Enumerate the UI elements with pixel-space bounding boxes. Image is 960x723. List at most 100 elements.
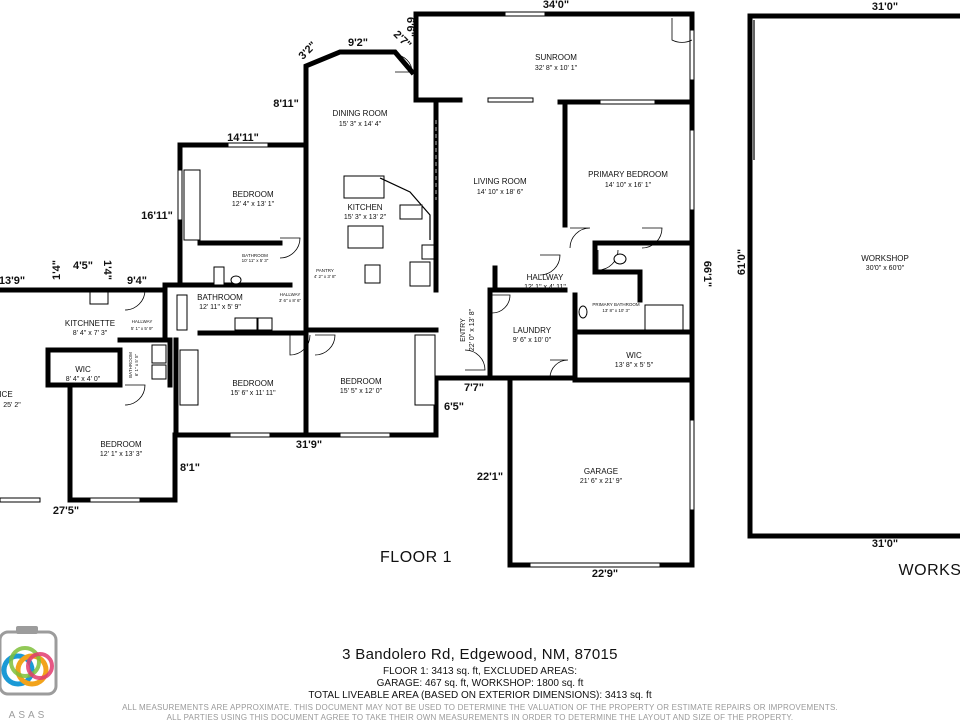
bathroom-left-name: BATHROOM: [128, 352, 133, 378]
window: [89, 497, 141, 503]
window: [227, 142, 269, 148]
window: [504, 11, 546, 17]
dim-61: 61'0": [736, 249, 748, 275]
dim-9-4: 9'4": [127, 275, 147, 287]
bathroom-mid-name: BATHROOM: [197, 293, 243, 302]
toilet: [230, 275, 242, 285]
dim-3-2: 3'2": [297, 40, 320, 63]
dining-name: DINING ROOM: [332, 109, 387, 118]
bedroom-mid-right-name: BEDROOM: [340, 377, 382, 386]
toilet: [613, 253, 627, 265]
primary-bath-name: PRIMARY BATHROOM: [592, 302, 640, 307]
dim-7-7: 7'7": [464, 382, 484, 394]
room-labels: SUNROOM 32' 8" x 10' 1" DINING ROOM 15' …: [0, 53, 668, 485]
dim-34: 34'0": [543, 0, 569, 11]
window: [229, 432, 271, 438]
wic-primary-name: WIC: [626, 351, 642, 360]
workshop-size: 30'0" x 60'0": [866, 265, 905, 272]
excluded-area-line: GARAGE: 467 sq. ft, WORKSHOP: 1800 sq. f…: [376, 678, 584, 689]
total-area-line: TOTAL LIVEABLE AREA (BASED ON EXTERIOR D…: [308, 690, 652, 701]
door-arc: [279, 237, 301, 259]
door-arc: [671, 18, 693, 43]
entry-size: 22' 0" x 13' 8": [469, 308, 476, 351]
wall-dining-angle: [303, 49, 416, 113]
dim-31-top: 31'0": [872, 1, 898, 13]
bathroom-small-name: BATHROOM: [242, 253, 268, 258]
hallway-left-name: HALLWAY: [132, 319, 153, 324]
window: [487, 97, 534, 103]
door-arc: [289, 334, 311, 356]
kitchen-island: [343, 175, 385, 199]
toilet: [151, 344, 167, 364]
company-logo: ASAS: [0, 626, 58, 720]
dim-9-2: 9'2": [348, 37, 368, 49]
hallway-left-size: 5' 1" x 5' 9": [131, 326, 154, 331]
dimension-labels: 34'0" 31'0" 31'0" 61'0" 9'2" 3'2" 2'7" 6…: [0, 0, 898, 580]
door-arc: [641, 227, 663, 249]
window: [0, 497, 41, 503]
closet: [179, 349, 199, 406]
window: [599, 99, 656, 105]
bedroom-mid-left-size: 15' 6" x 11' 11": [230, 390, 276, 397]
hallway-narrow-name: HALLWAY: [280, 292, 301, 297]
bedroom-top-name: BEDROOM: [232, 190, 274, 199]
door-arc: [314, 334, 336, 356]
window: [177, 169, 183, 221]
bedroom-bottom-left-size: 12' 1" x 13' 3": [100, 451, 143, 458]
garage-name: GARAGE: [584, 467, 618, 476]
workshop-name: WORKSHOP: [861, 254, 909, 263]
floor-label: FLOOR 1: [380, 549, 452, 566]
window: [689, 419, 695, 511]
workshop-outline: [747, 13, 960, 539]
sink: [578, 305, 588, 319]
sunroom-name: SUNROOM: [535, 53, 577, 62]
living-size: 14' 10" x 18' 6": [477, 189, 524, 196]
floor-area-line: FLOOR 1: 3413 sq. ft, EXCLUDED AREAS:: [383, 666, 577, 677]
wic-left-size: 8' 4" x 4' 0": [66, 376, 101, 383]
disclaimer-1: ALL MEASUREMENTS ARE APPROXIMATE. THIS D…: [122, 703, 838, 712]
dim-8-11: 8'11": [273, 98, 299, 110]
doors: [124, 18, 693, 406]
dim-66: 66'1": [701, 261, 713, 287]
window: [689, 29, 695, 81]
dim-1-4a: 1'4": [51, 260, 63, 280]
laundry-name: LAUNDRY: [513, 326, 552, 335]
workshop-label: WORKS: [899, 562, 960, 579]
dim-6-6: 6'6": [404, 17, 416, 37]
living-name: LIVING ROOM: [473, 177, 527, 186]
dim-8-1: 8'1": [180, 462, 200, 474]
wic-left-name: WIC: [75, 365, 91, 374]
dim-4-5: 4'5": [73, 260, 93, 272]
window: [339, 432, 391, 438]
dim-13-9: 13'9": [0, 275, 25, 287]
dim-22-9: 22'9": [592, 568, 618, 580]
fridge: [421, 244, 435, 260]
bathroom-small-size: 10' 11" x 5' 3": [242, 258, 269, 263]
dim-6-5: 6'5": [444, 401, 464, 413]
door-arc: [394, 54, 413, 73]
logo-ring-blue: [1, 653, 35, 687]
hallway-narrow-size: 3' 6" x 8' 6": [279, 298, 302, 303]
workshop-building: WORKSHOP 30'0" x 60'0": [747, 13, 960, 539]
wall-entry-bottom: [437, 375, 513, 568]
hallway-main-name: HALLWAY: [527, 273, 564, 282]
kitchenette-size: 8' 4" x 7' 3": [73, 330, 108, 337]
door-arc: [491, 294, 511, 314]
windows: [0, 11, 695, 568]
kitchen-sink: [399, 204, 423, 220]
garage-size: 21' 6" x 21' 9": [580, 478, 623, 485]
closet: [183, 169, 201, 241]
partial-room-name: ICE: [0, 390, 13, 399]
tub: [213, 266, 225, 286]
shower: [644, 304, 684, 331]
hallway-main-size: 12' 1" x 4' 11": [524, 284, 566, 291]
logo-ring-pink: [26, 652, 54, 680]
primary-bedroom-size: 14' 10" x 16' 1": [605, 182, 652, 189]
range: [364, 264, 381, 284]
bedroom-top-size: 12' 4" x 13' 1": [232, 201, 275, 208]
sunroom-size: 32' 8" x 10' 1": [535, 65, 578, 72]
pantry-name: PANTRY: [316, 268, 334, 273]
fixtures: [89, 120, 684, 406]
kitchen-name: KITCHEN: [347, 203, 382, 212]
